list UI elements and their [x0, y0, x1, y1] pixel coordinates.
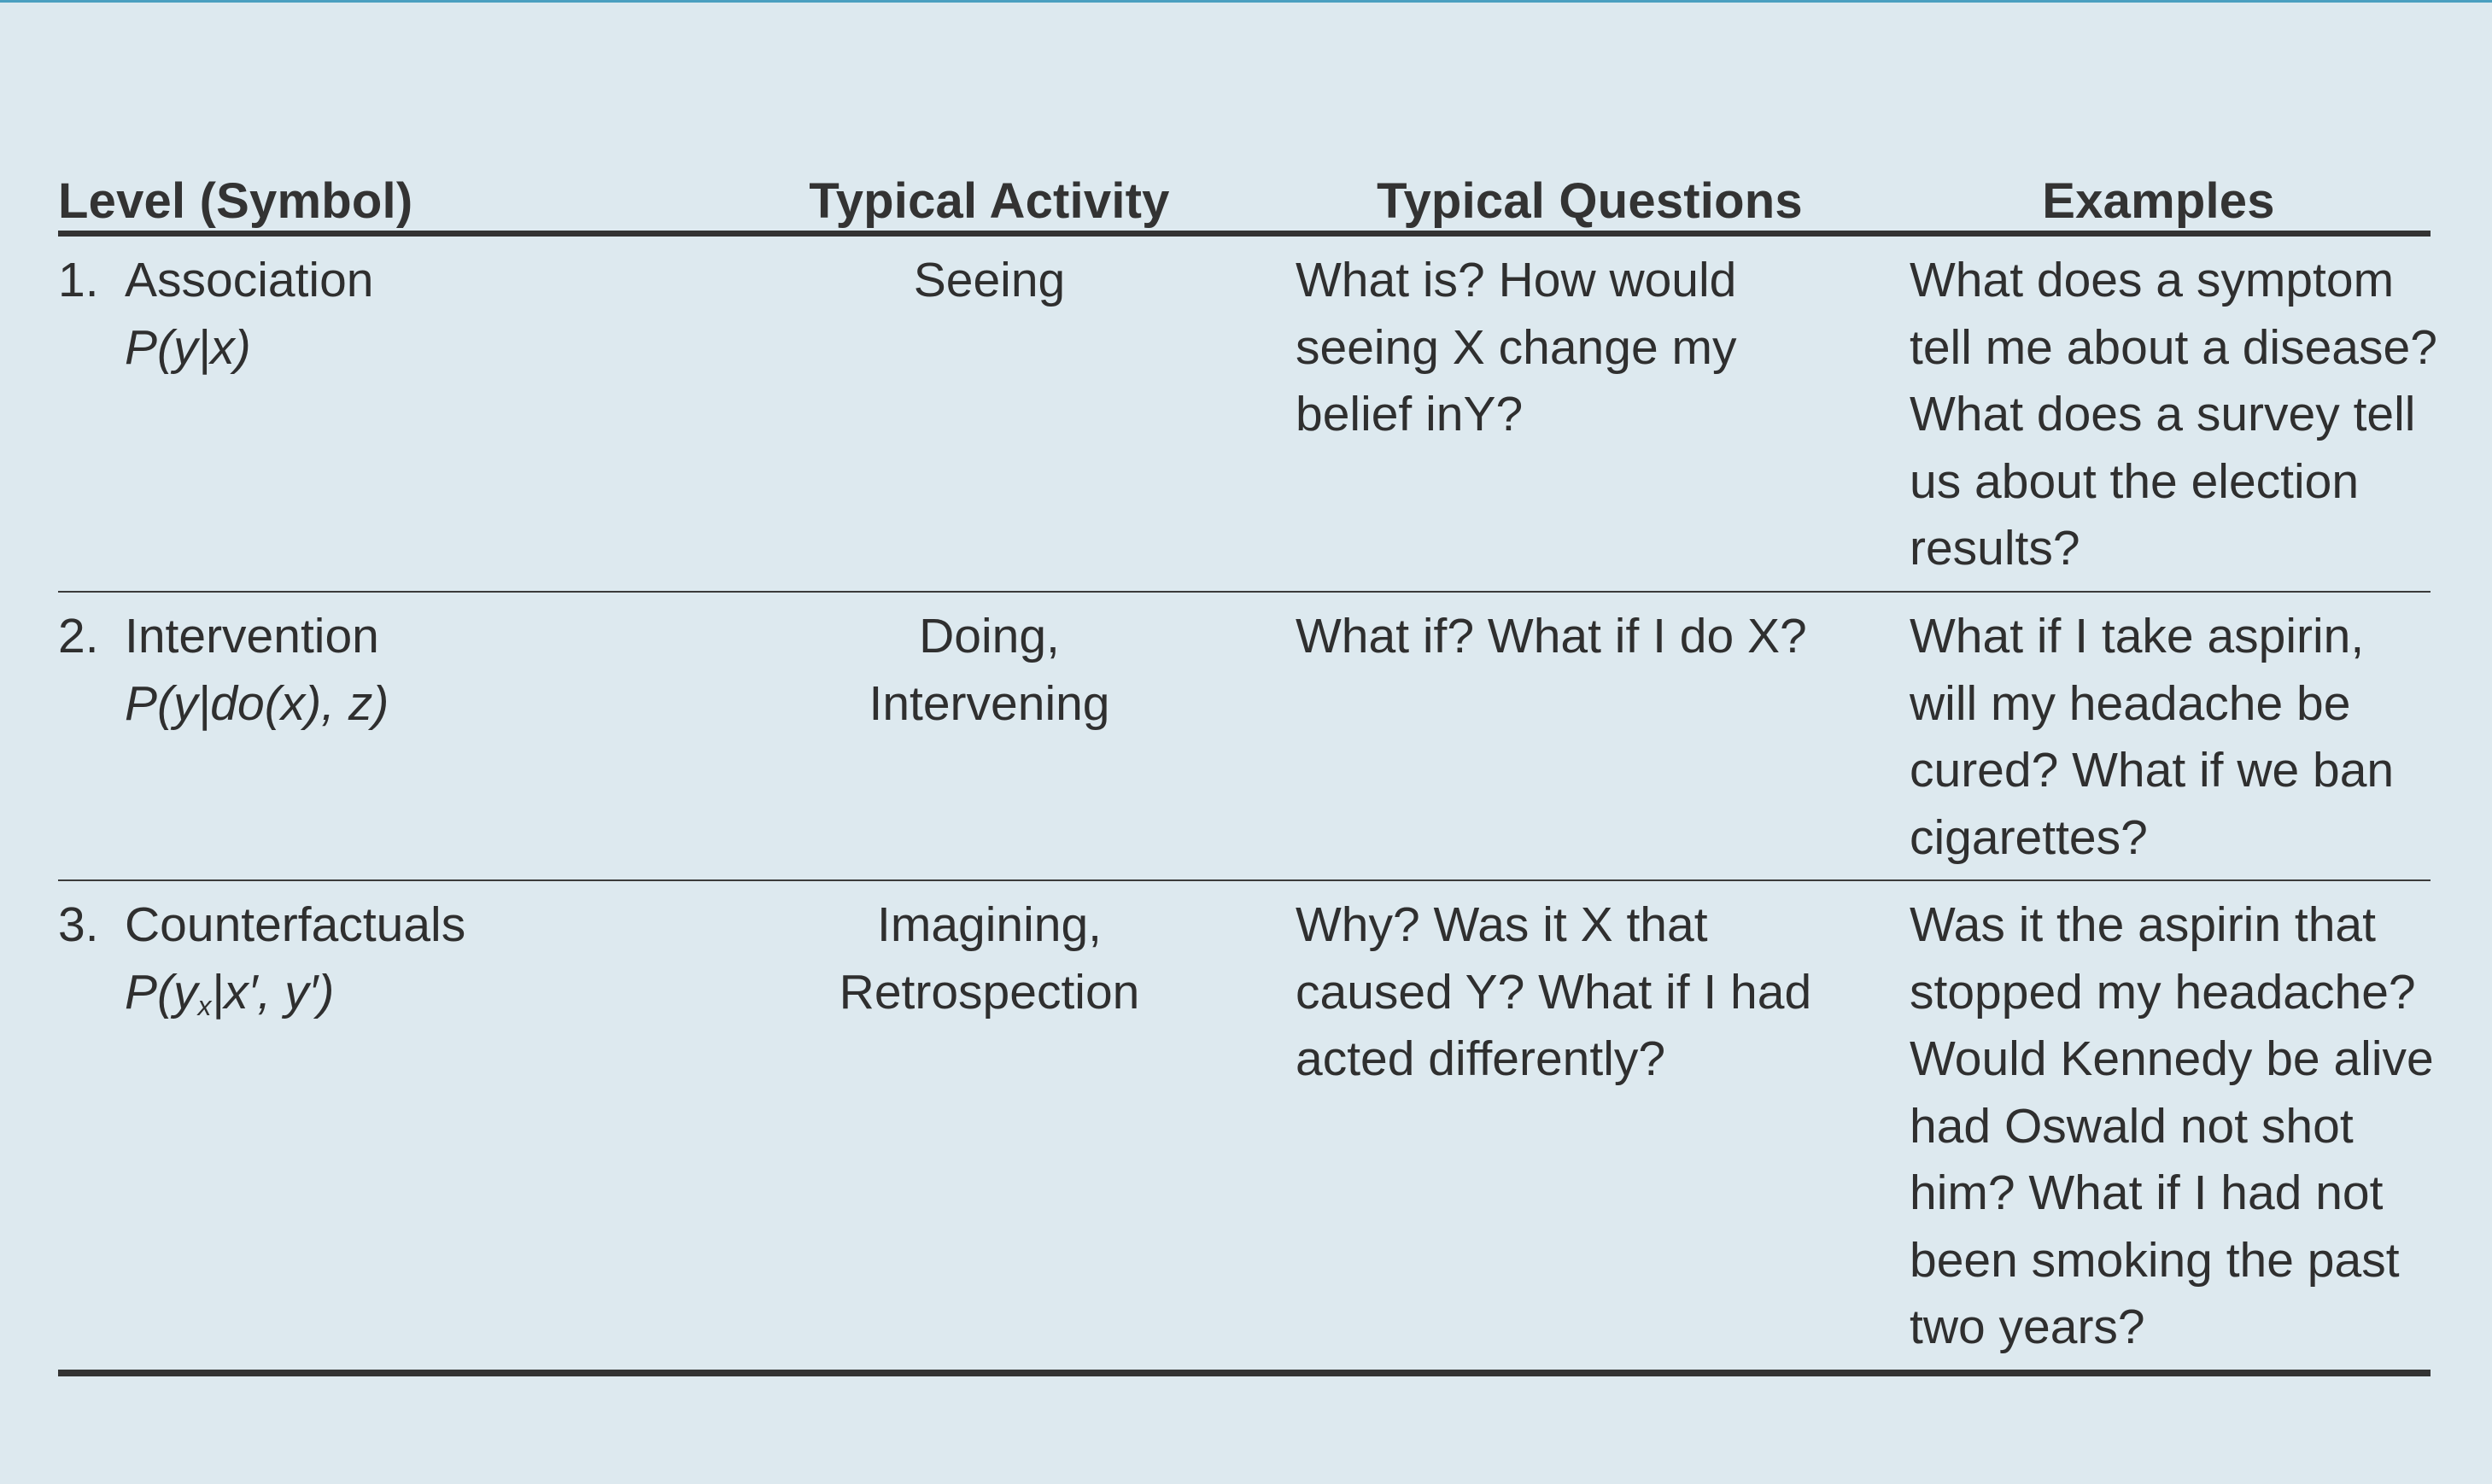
examples-cell: What does a symptom tell me about a dise… — [1887, 237, 2437, 591]
examples-line: Would Kennedy be alive — [1910, 1031, 2434, 1086]
level-number: 3. — [58, 897, 99, 952]
symbol-rest: |x′, y′) — [211, 964, 335, 1020]
level-number: 1. — [58, 253, 99, 307]
questions-line: What if? What if I do X? — [1296, 609, 1807, 663]
examples-line: him? What if I had not — [1910, 1166, 2384, 1220]
level-name: Intervention — [125, 609, 379, 663]
level-symbol: P(y|x) — [125, 319, 251, 375]
examples-line: results? — [1910, 521, 2080, 575]
header-level: Level (Symbol) — [58, 173, 413, 229]
level-number: 2. — [58, 609, 99, 663]
level-cell: 1. Association P(y|x) — [58, 237, 686, 591]
questions-line: seeing X change my — [1296, 319, 1737, 375]
examples-line: What does a symptom — [1910, 253, 2395, 307]
examples-line: What does a survey tell — [1910, 387, 2416, 441]
examples-line: What if I take aspirin, — [1910, 609, 2365, 663]
examples-line: us about the election — [1910, 453, 2360, 509]
level-cell: 3. Counterfactuals P(yx|x′, y′) — [58, 881, 686, 1370]
activity-line: Doing, — [919, 609, 1060, 663]
questions-cell: Why? Was it X that caused Y? What if I h… — [1293, 881, 1887, 1370]
level-name: Counterfactuals — [125, 897, 466, 952]
examples-line: two years? — [1910, 1300, 2145, 1354]
header-questions: Typical Questions — [1377, 173, 1803, 229]
activity-line: Retrospection — [839, 964, 1140, 1020]
symbol-subscript: x — [197, 990, 212, 1021]
examples-cell: Was it the aspirin that stopped my heada… — [1887, 881, 2434, 1370]
questions-line: Why? Was it X that — [1296, 897, 1708, 952]
table-row-counterfactuals: 3. Counterfactuals P(yx|x′, y′) Imagining… — [58, 881, 2434, 1376]
examples-line: cigarettes? — [1910, 809, 2148, 865]
questions-cell: What if? What if I do X? — [1293, 593, 1887, 879]
examples-line: Was it the aspirin that — [1910, 897, 2376, 952]
symbol-base: P(y — [125, 964, 198, 1020]
questions-line: What is? How would — [1296, 253, 1737, 307]
activity-cell: Imagining, Retrospection — [686, 881, 1293, 1370]
header-activity: Typical Activity — [809, 173, 1170, 229]
table-row-intervention: 2. Intervention P(y|do(x), z) Doing, Inte… — [58, 593, 2431, 881]
table-row-association: 1. Association P(y|x) Seeing What is? How… — [58, 237, 2437, 593]
activity-line: Intervening — [869, 675, 1110, 731]
examples-line: cured? What if we ban — [1910, 743, 2395, 798]
ladder-of-causation-table: Level (Symbol) Typical Activity Typical … — [58, 154, 2437, 1376]
level-name: Association — [125, 253, 374, 307]
top-border — [0, 0, 2492, 3]
questions-line: caused Y? What if I had — [1296, 964, 1812, 1020]
level-symbol: P(y|do(x), z) — [125, 675, 389, 731]
activity-line: Imagining, — [877, 897, 1102, 952]
examples-line: been smoking the past — [1910, 1232, 2400, 1288]
questions-line: belief inY? — [1296, 387, 1524, 441]
level-symbol: P(yx|x′, y′) — [58, 959, 686, 1040]
header-examples: Examples — [2042, 173, 2275, 229]
examples-line: tell me about a disease? — [1910, 319, 2437, 375]
level-cell: 2. Intervention P(y|do(x), z) — [58, 593, 686, 879]
table-header-row: Level (Symbol) Typical Activity Typical … — [58, 154, 2431, 237]
examples-cell: What if I take aspirin, will my headache… — [1887, 593, 2431, 879]
activity-cell: Doing, Intervening — [686, 593, 1293, 879]
questions-line: acted differently? — [1296, 1031, 1666, 1086]
activity-line: Seeing — [913, 253, 1066, 307]
examples-line: had Oswald not shot — [1910, 1098, 2354, 1154]
questions-cell: What is? How would seeing X change my be… — [1293, 237, 1887, 591]
activity-cell: Seeing — [686, 237, 1293, 591]
examples-line: stopped my headache? — [1910, 964, 2416, 1020]
examples-line: will my headache be — [1910, 675, 2351, 731]
